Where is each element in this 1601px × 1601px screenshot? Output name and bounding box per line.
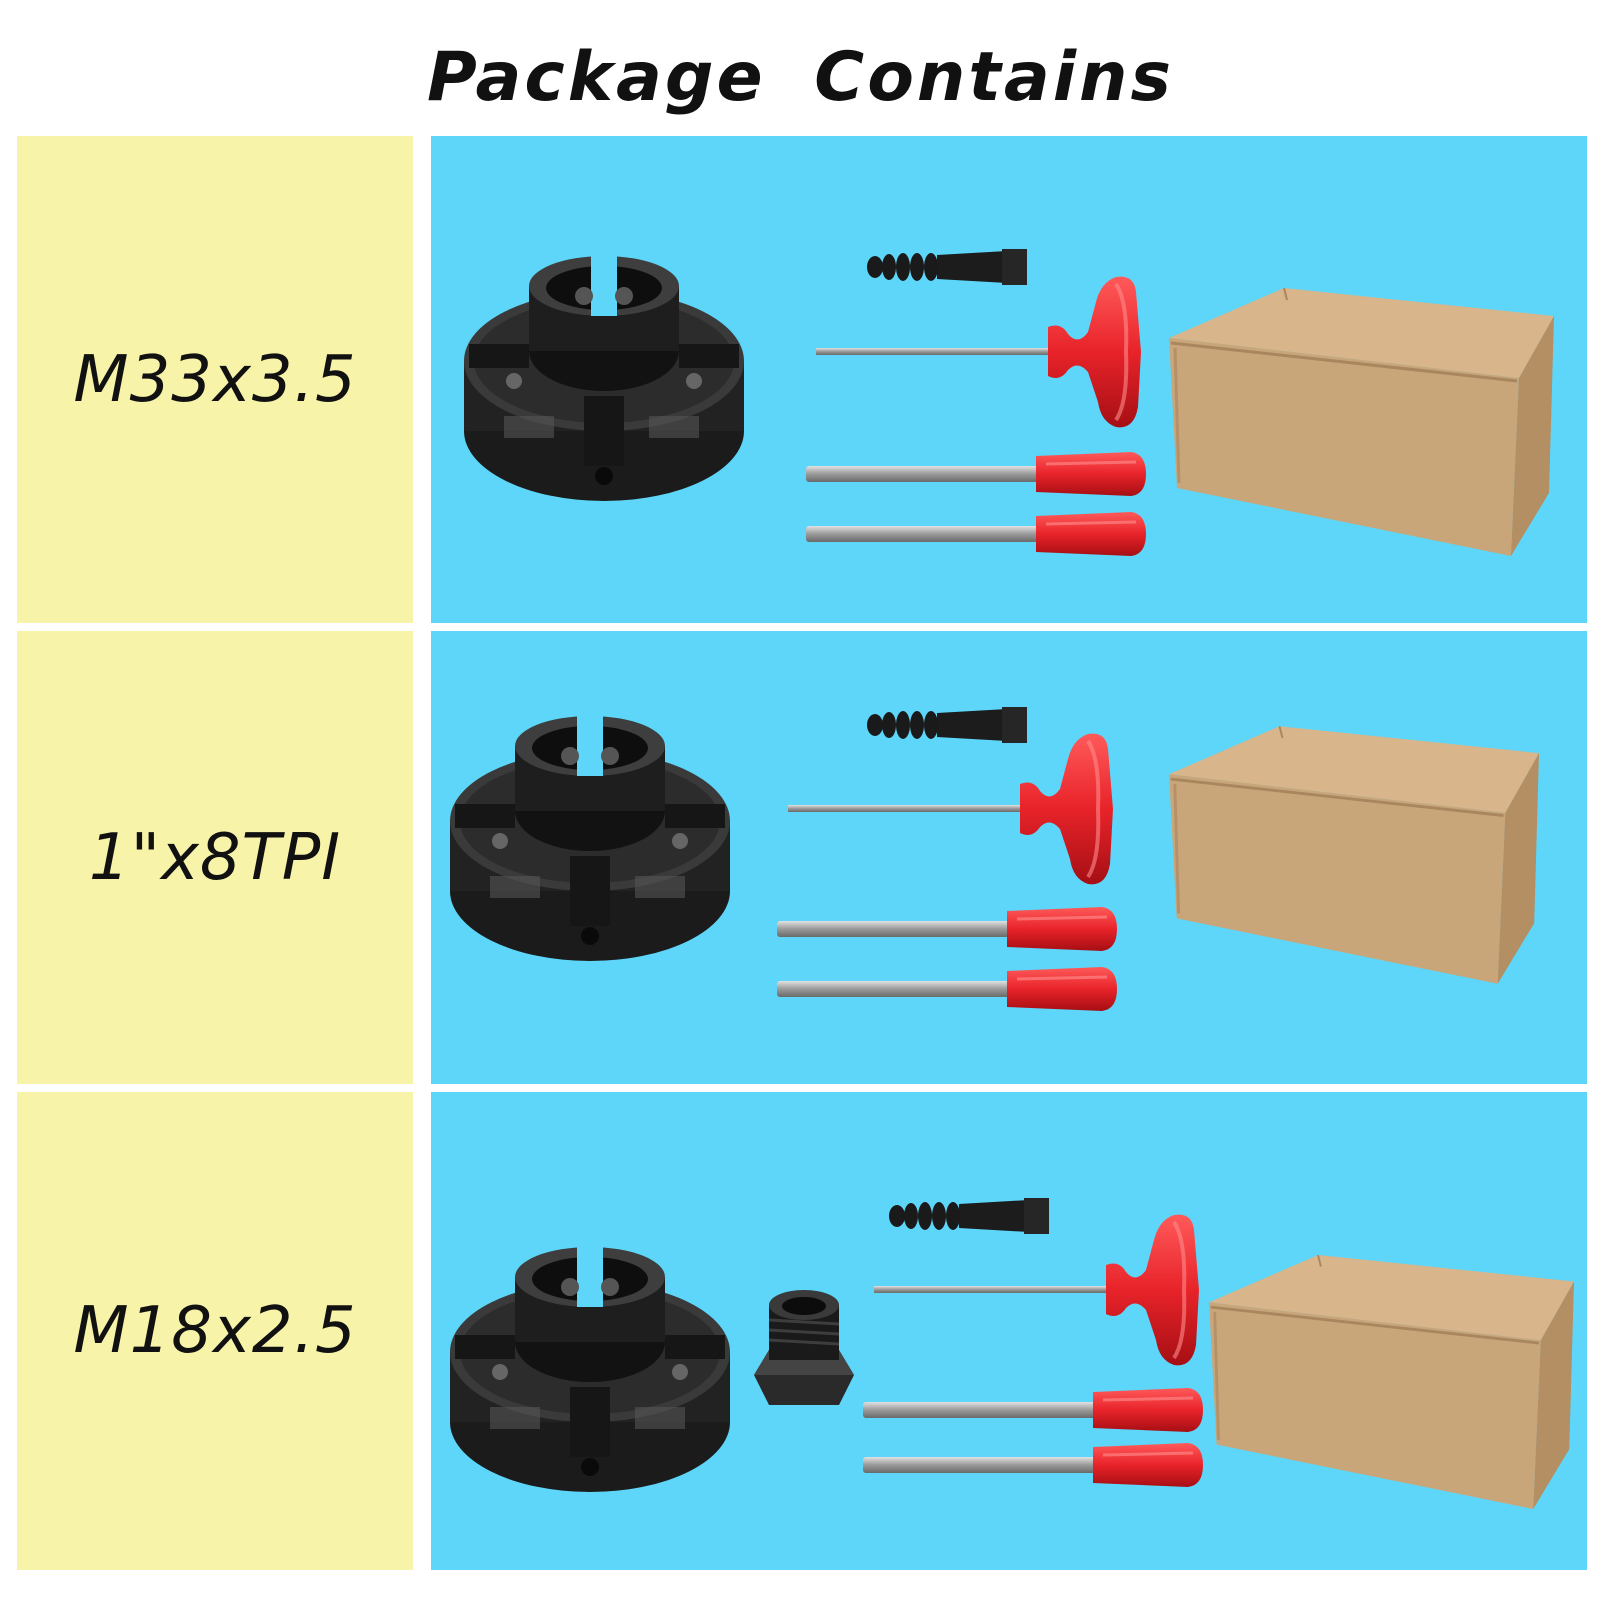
woodworm-screw-icon — [867, 707, 1027, 743]
thread-size-cell: M18x2.5 — [17, 1092, 413, 1570]
package-row-1: M33x3.5 — [17, 136, 1587, 623]
lathe-chuck-icon — [450, 716, 730, 961]
tommy-bar-icon — [863, 1388, 1203, 1432]
thread-size-label: M33x3.5 — [73, 342, 357, 417]
tommy-bar-icon — [863, 1443, 1203, 1487]
t-handle-wrench-icon — [874, 1212, 1201, 1368]
woodworm-screw-icon — [867, 249, 1027, 285]
thread-size-cell: M33x3.5 — [17, 136, 413, 623]
contents-image-cell — [431, 136, 1587, 623]
thread-size-cell: 1"x8TPI — [17, 631, 413, 1084]
tommy-bar-icon — [806, 512, 1146, 556]
t-handle-wrench-icon — [816, 274, 1143, 430]
thread-adapter-icon — [752, 1290, 856, 1407]
contents-image-cell — [431, 1092, 1587, 1570]
tommy-bar-icon — [777, 967, 1117, 1011]
cardboard-box-icon — [1169, 288, 1554, 556]
tommy-bar-icon — [777, 907, 1117, 951]
cardboard-box-icon — [1209, 1253, 1574, 1511]
page-title: Package Contains — [427, 38, 1174, 117]
t-handle-wrench-icon — [788, 731, 1115, 887]
cardboard-box-icon — [1169, 726, 1539, 984]
thread-size-label: 1"x8TPI — [88, 820, 342, 895]
woodworm-screw-icon — [889, 1198, 1049, 1234]
lathe-chuck-icon — [464, 256, 744, 501]
lathe-chuck-icon — [450, 1247, 730, 1492]
package-row-2: 1"x8TPI — [17, 631, 1587, 1084]
contents-image-cell — [431, 631, 1587, 1084]
tommy-bar-icon — [806, 452, 1146, 496]
thread-size-label: M18x2.5 — [73, 1294, 357, 1368]
package-row-3: M18x2.5 — [17, 1092, 1587, 1570]
